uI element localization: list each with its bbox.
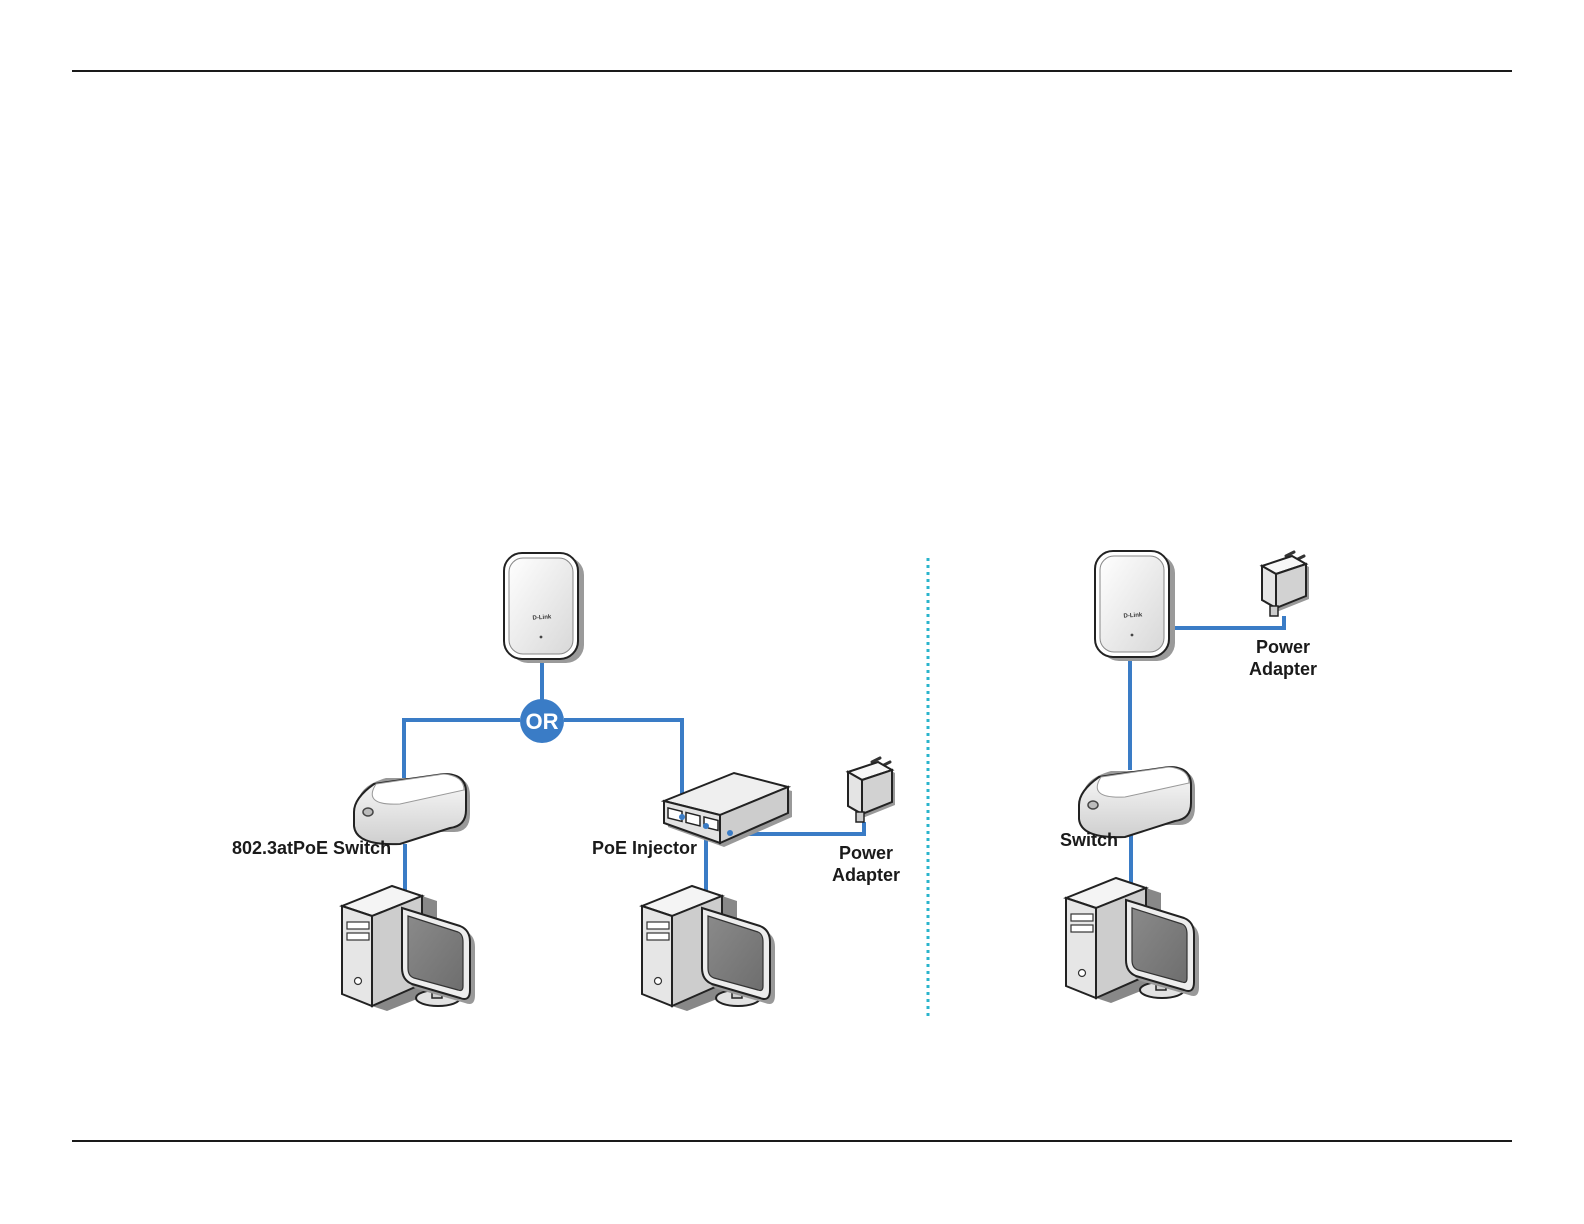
desktop-computer-icon bbox=[342, 886, 475, 1011]
switch-label: Switch bbox=[1060, 830, 1118, 850]
left-adapter-label-line1: Power bbox=[839, 843, 893, 863]
cable-or-to-poe-switch bbox=[404, 720, 520, 782]
or-badge: OR bbox=[520, 699, 564, 743]
right-adapter-label-line2: Adapter bbox=[1249, 659, 1317, 679]
poe-injector-label: PoE Injector bbox=[592, 838, 697, 858]
or-label: OR bbox=[526, 709, 559, 734]
desktop-computer-icon bbox=[642, 886, 775, 1011]
poe-switch-label: 802.3atPoE Switch bbox=[232, 838, 391, 858]
cable-or-to-injector bbox=[564, 720, 682, 812]
poe-switch-icon bbox=[354, 774, 470, 844]
right-scenario: D-Link Power Adapter Switch bbox=[1060, 551, 1317, 1003]
access-point-icon: D-Link bbox=[1095, 551, 1175, 661]
switch-icon bbox=[1079, 767, 1195, 837]
cable-ap-to-adapter bbox=[1170, 616, 1284, 628]
desktop-computer-icon bbox=[1066, 878, 1199, 1003]
left-adapter-label-line2: Adapter bbox=[832, 865, 900, 885]
access-point-icon: D-Link bbox=[504, 553, 584, 663]
left-scenario: D-Link OR 802.3atPoE Switch PoE Injector bbox=[232, 553, 900, 1011]
right-adapter-label-line1: Power bbox=[1256, 637, 1310, 657]
power-adapter-icon bbox=[1262, 552, 1309, 616]
power-adapter-icon bbox=[848, 758, 895, 822]
